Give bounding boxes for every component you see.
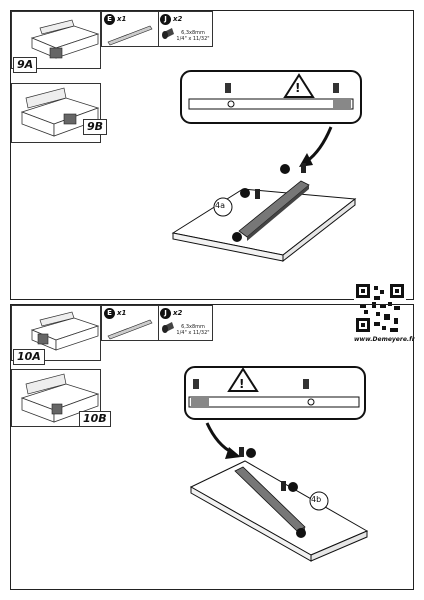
part-quantity: x2 [173,15,183,23]
rail-part-cell: E x1 [102,306,159,340]
step-10a-thumbnail [11,305,101,361]
step-4b-illustration [184,366,369,562]
bed-frame-sketch [20,87,100,137]
rail-icon [107,25,153,46]
bed-frame-sketch [30,19,100,59]
part-letter-badge: E [104,14,115,25]
part-letter-badge: J [160,308,171,319]
screw-spec-imperial: 1/4" x 11/32" [176,36,210,42]
brand-url: www.Demeyere.fr [354,336,415,343]
screw-icon [162,322,174,333]
rail-icon [107,319,153,340]
part-quantity: x1 [117,309,127,317]
warning-mark: ! [239,377,245,391]
rail-part-cell: E x1 [102,12,159,46]
screw-spec: 6,3x8mm [181,324,205,330]
parts-box: E x1 J x2 6,3x8mm 1/4" x 11/32" [101,305,213,341]
screw-icon [162,28,174,39]
screw-part-cell: J x2 6,3x8mm 1/4" x 11/32" [158,12,214,46]
step-4a-illustration [171,70,362,263]
part-letter-badge: J [160,14,171,25]
step-9-panel: 9A 9B E x1 J x2 6,3x8mm 1/4" x [10,10,414,300]
step-10-panel: 10A 10B E x1 J x2 6,3x8mm 1/4" x 11/ [10,304,414,590]
warning-mark: ! [295,81,301,95]
step-10b-label: 10B [79,411,111,427]
qr-code-icon [354,282,406,334]
step-9b-label: 9B [83,119,108,135]
step-10a-label: 10A [13,349,45,365]
bed-frame-sketch [30,311,100,351]
step-10b-thumbnail [11,369,101,427]
screw-spec: 6,3x8mm [181,30,205,36]
bed-frame-sketch [20,373,100,423]
step-4b-label: 4b [311,495,322,504]
step-4a-label: 4a [215,201,225,210]
screw-part-cell: J x2 6,3x8mm 1/4" x 11/32" [158,306,214,340]
parts-box: E x1 J x2 6,3x8mm 1/4" x 11/32" [101,11,213,47]
step-9a-label: 9A [13,57,38,73]
part-quantity: x2 [173,309,183,317]
part-letter-badge: E [104,308,115,319]
part-quantity: x1 [117,15,127,23]
screw-spec-imperial: 1/4" x 11/32" [176,330,210,336]
